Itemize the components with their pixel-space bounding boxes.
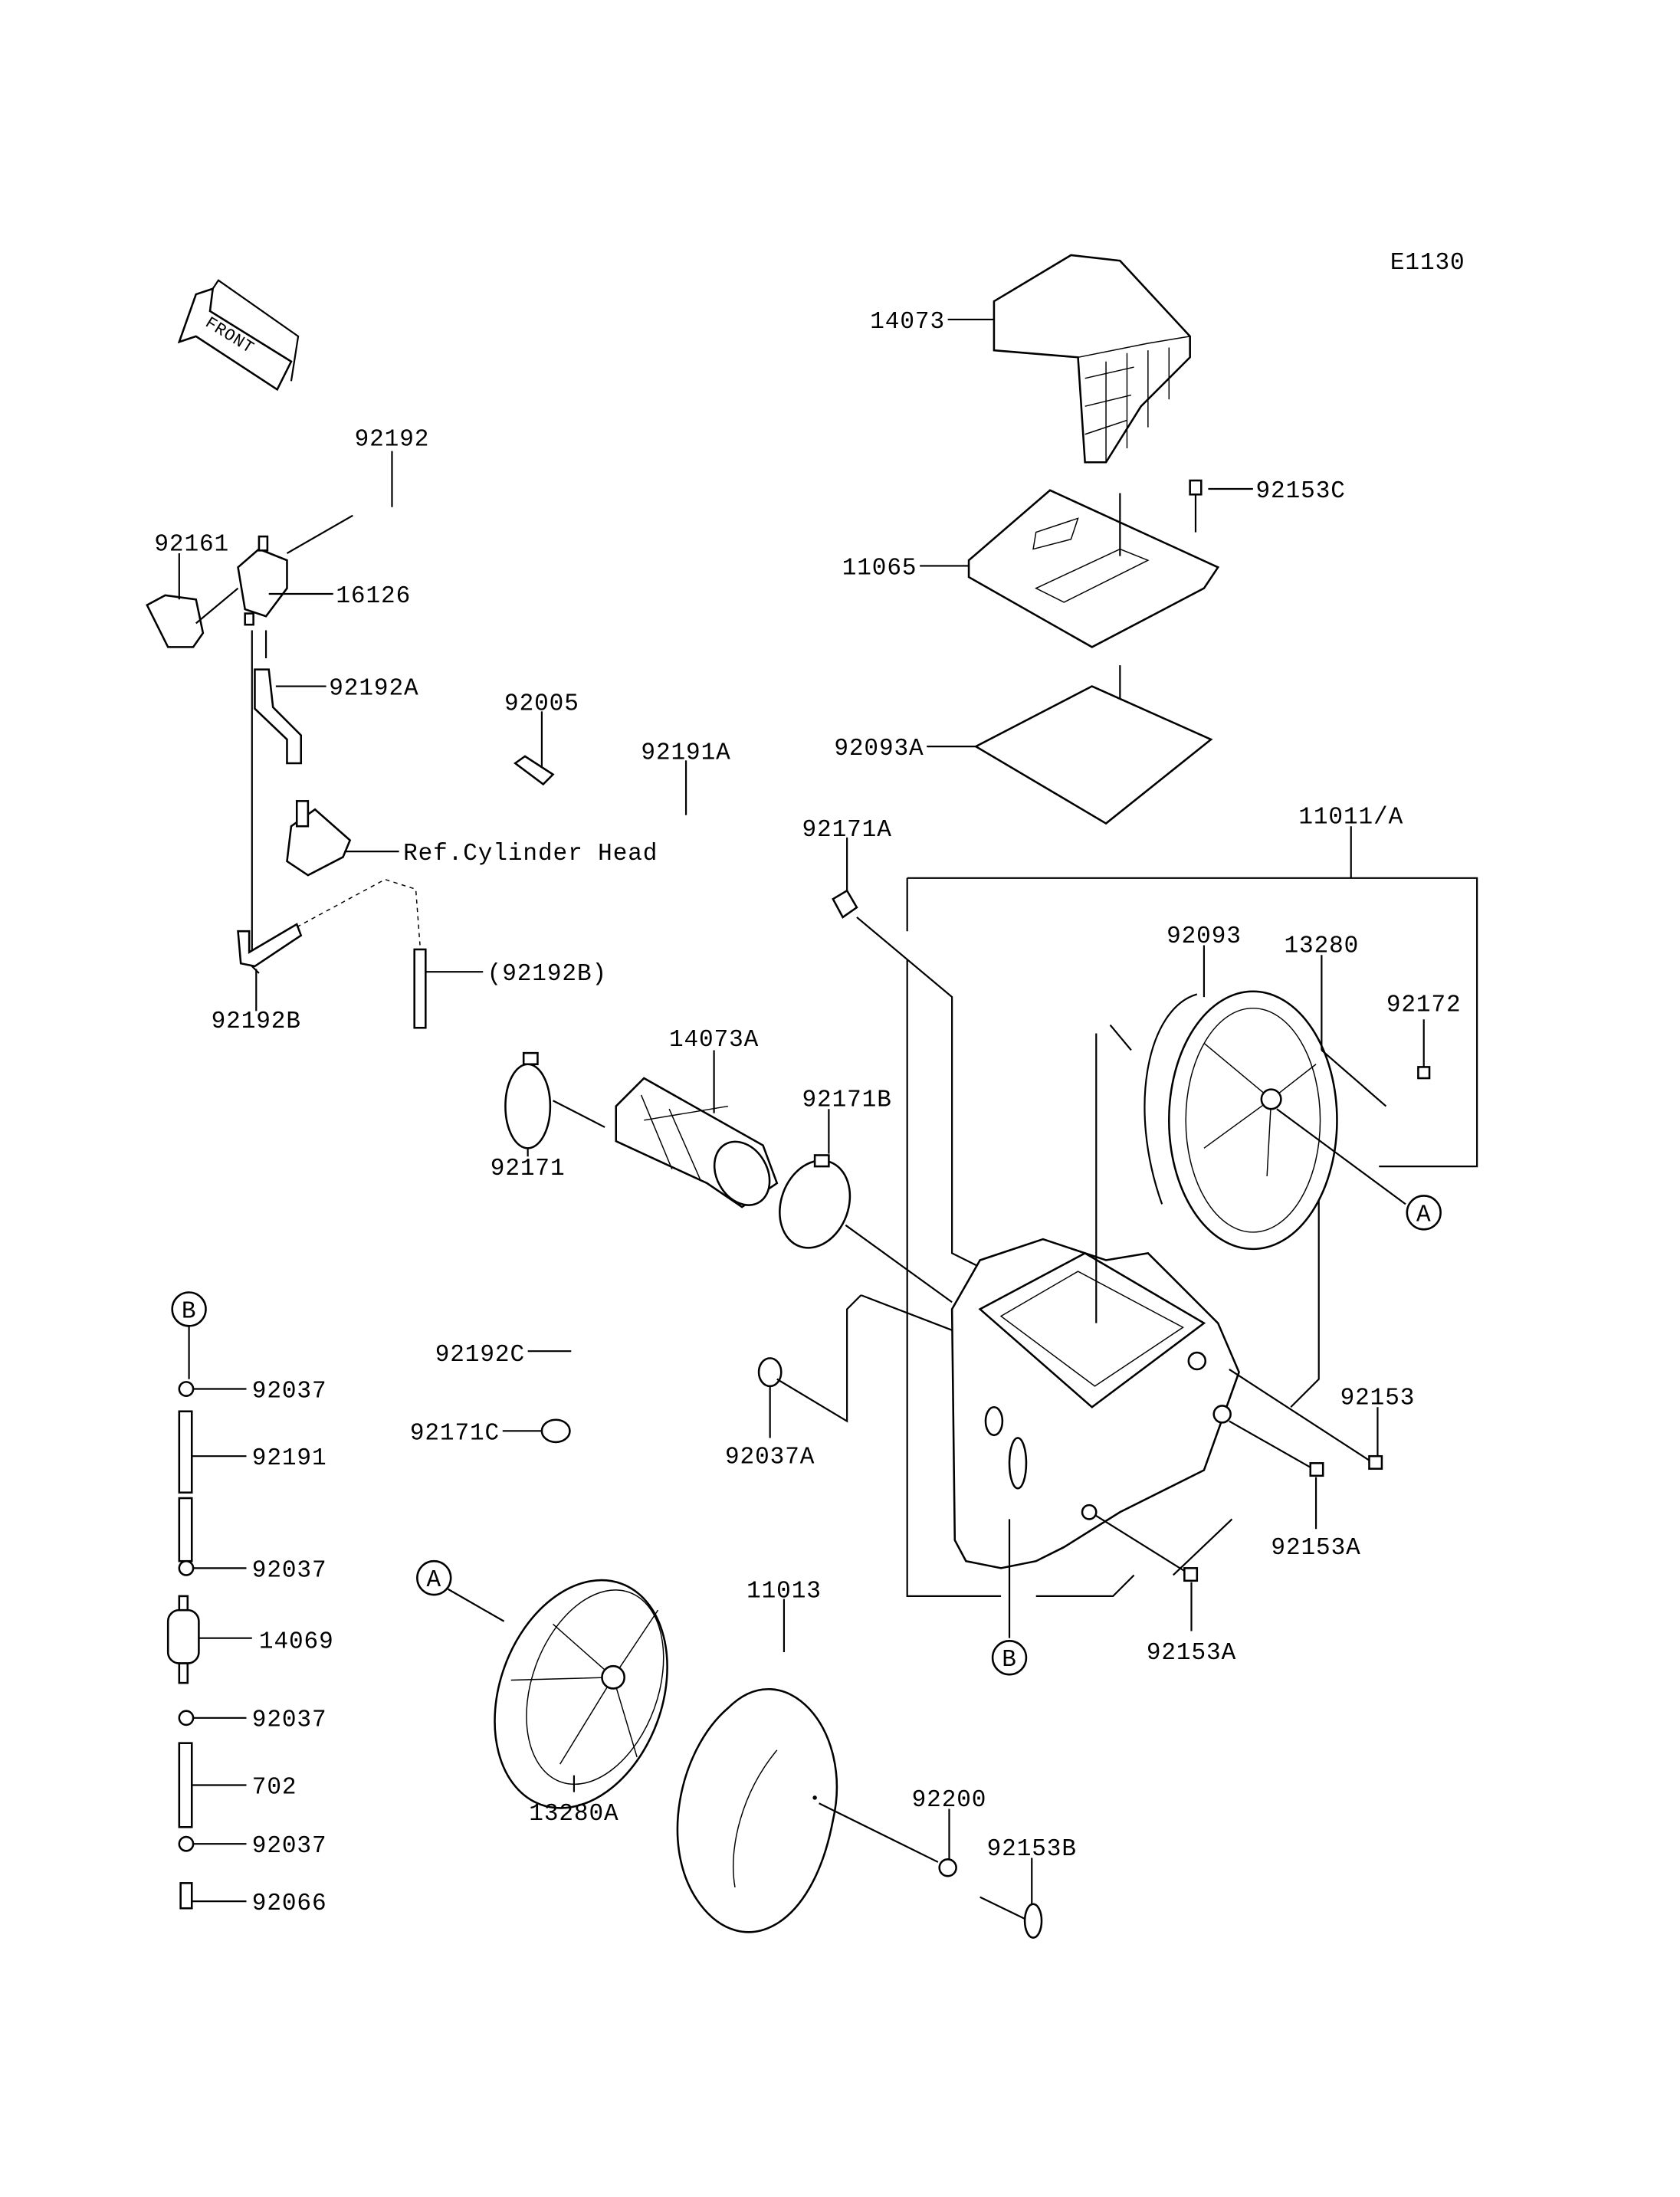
label-14069: 14069: [259, 1628, 334, 1655]
part-92192C-hose: [566, 1330, 743, 1394]
part-92192-hose: [362, 510, 495, 755]
label-92171A: 92171A: [802, 817, 891, 844]
label-11013: 11013: [746, 1579, 822, 1605]
part-92037A-clamp: [757, 1357, 783, 1388]
part-92093A-gasket: [973, 685, 1213, 825]
label-92192B-ref: (92192B): [487, 961, 607, 988]
part-14073A-tube: [615, 1077, 779, 1208]
label-11011A: 11011/A: [1298, 805, 1403, 831]
label-92153C: 92153C: [1256, 478, 1346, 505]
label-92171B: 92171B: [802, 1087, 891, 1114]
part-92171A-clamp: [832, 889, 858, 919]
label-92153A-2: 92153A: [1147, 1640, 1236, 1667]
cylinder-head-flange: [286, 800, 352, 877]
label-92093: 92093: [1166, 923, 1242, 950]
diagram-code: E1130: [1390, 250, 1465, 277]
wing-bolt-92153B-icon: [979, 1896, 1043, 1939]
label-92153A-1: 92153A: [1271, 1535, 1360, 1562]
part-92191A-hose: [569, 788, 819, 910]
label-92192: 92192: [355, 426, 430, 453]
part-14069-filter: [166, 1595, 200, 1684]
bolt-92153A-2-icon: [1183, 1567, 1199, 1582]
ref-marker-a-bottom-label: A: [426, 1567, 441, 1594]
clamp-92037-3-icon: [178, 1710, 195, 1726]
part-92066-plug: [179, 1882, 193, 1910]
part-92093-seal: [1144, 993, 1198, 1205]
part-92005-connector: [514, 755, 555, 786]
label-92037-2: 92037: [252, 1557, 327, 1584]
label-92172: 92172: [1386, 992, 1462, 1018]
part-92161-cap: [146, 594, 205, 648]
ref-marker-b-left-label: B: [182, 1298, 197, 1325]
part-92171-clamp: [504, 1051, 552, 1149]
label-92200: 92200: [912, 1787, 987, 1814]
part-92192B-hose: [237, 878, 427, 1029]
part-11013-filter-element: [676, 1688, 838, 1933]
label-92037-3: 92037: [252, 1707, 327, 1734]
bolt-92153A-icon: [1309, 1462, 1324, 1477]
ref-marker-a: [1406, 1195, 1442, 1231]
label-92066: 92066: [252, 1890, 327, 1917]
label-702: 702: [252, 1774, 297, 1801]
part-92192A-hose: [254, 668, 303, 765]
bolt-92153C-icon: [1189, 479, 1203, 533]
label-92153: 92153: [1340, 1385, 1416, 1412]
label-92037-4: 92037: [252, 1833, 327, 1860]
label-92171: 92171: [491, 1156, 566, 1182]
clamp-92037-4-icon: [178, 1835, 195, 1852]
label-92191: 92191: [252, 1445, 327, 1472]
label-92093A: 92093A: [834, 736, 924, 762]
ref-marker-b-label: B: [1002, 1647, 1017, 1674]
label-92005: 92005: [504, 691, 579, 718]
clamp-92037-2-icon: [178, 1559, 195, 1576]
part-92171B-clamp: [779, 1154, 851, 1249]
ref-marker-a-bottom: [416, 1559, 452, 1596]
part-11065-plate: [967, 489, 1220, 648]
clamp-92037-icon: [178, 1381, 195, 1397]
part-92191-tube: [178, 1410, 193, 1562]
label-ref-cylinder-head: Ref.Cylinder Head: [403, 841, 658, 867]
label-92192B: 92192B: [212, 1008, 301, 1035]
part-13280A-element-frame: [494, 1579, 668, 1809]
label-92191A: 92191A: [641, 740, 730, 767]
label-92153B: 92153B: [987, 1836, 1077, 1863]
part-702-tube: [178, 1742, 193, 1828]
bolt-92153-icon: [1368, 1454, 1383, 1470]
label-11065: 11065: [842, 555, 917, 582]
label-92171C: 92171C: [410, 1420, 500, 1447]
label-14073A: 14073A: [669, 1027, 759, 1054]
label-92192C: 92192C: [435, 1342, 525, 1369]
part-13280-cover: [1167, 990, 1338, 1251]
label-16126: 16126: [336, 583, 411, 610]
part-14073-duct: [993, 254, 1191, 464]
label-14073: 14073: [870, 309, 945, 336]
label-92161: 92161: [154, 531, 229, 558]
washer-92200-icon: [938, 1858, 957, 1877]
label-92037A: 92037A: [725, 1444, 815, 1471]
screw-92172-icon: [1417, 1019, 1431, 1080]
front-arrow-icon: FRONT: [177, 279, 300, 392]
label-13280A: 13280A: [529, 1801, 619, 1828]
ref-marker-b: [991, 1640, 1028, 1676]
label-92037-1: 92037: [252, 1378, 327, 1405]
label-92192A: 92192A: [329, 676, 418, 703]
part-air-cleaner-case: [950, 1238, 1240, 1569]
label-13280: 13280: [1285, 933, 1360, 960]
part-92171C-clamp: [540, 1418, 571, 1444]
part-16126-valve: [237, 535, 288, 626]
ref-marker-a-label: A: [1416, 1202, 1432, 1228]
